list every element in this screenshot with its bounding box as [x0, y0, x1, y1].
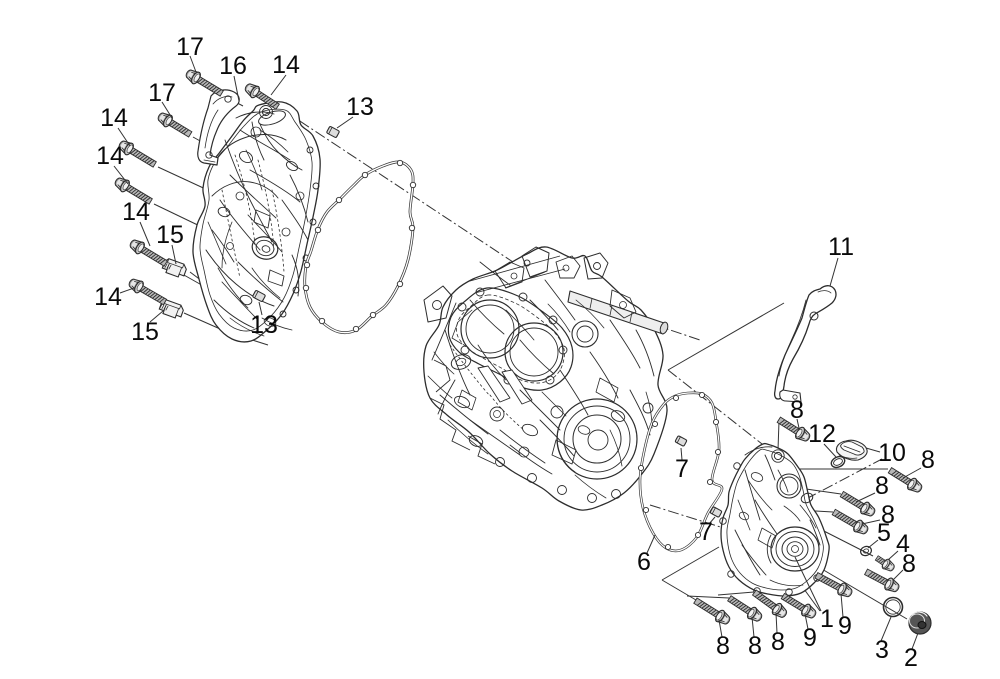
svg-text:3: 3: [875, 636, 889, 664]
svg-text:2: 2: [904, 644, 918, 672]
svg-text:10: 10: [878, 439, 906, 467]
svg-text:15: 15: [156, 221, 184, 249]
svg-text:14: 14: [96, 142, 124, 170]
svg-text:14: 14: [122, 198, 150, 226]
svg-text:8: 8: [790, 396, 804, 424]
svg-text:1: 1: [820, 605, 834, 633]
svg-text:13: 13: [346, 93, 374, 121]
svg-text:8: 8: [921, 446, 935, 474]
svg-text:4: 4: [896, 530, 910, 558]
svg-text:11: 11: [828, 233, 854, 261]
svg-text:8: 8: [771, 628, 785, 656]
svg-text:9: 9: [838, 612, 852, 640]
svg-text:8: 8: [748, 632, 762, 660]
svg-text:13: 13: [250, 311, 278, 339]
svg-text:6: 6: [637, 548, 651, 576]
svg-text:8: 8: [875, 472, 889, 500]
svg-text:16: 16: [219, 52, 247, 80]
svg-text:7: 7: [699, 518, 713, 546]
svg-text:5: 5: [877, 519, 891, 547]
svg-text:17: 17: [148, 79, 176, 107]
svg-text:15: 15: [131, 318, 159, 346]
svg-text:8: 8: [881, 501, 895, 529]
svg-text:17: 17: [176, 33, 204, 61]
svg-text:12: 12: [808, 420, 836, 448]
svg-text:8: 8: [716, 632, 730, 660]
svg-text:9: 9: [803, 624, 817, 652]
svg-text:14: 14: [94, 283, 122, 311]
svg-text:8: 8: [902, 550, 916, 578]
svg-text:14: 14: [272, 51, 300, 79]
svg-text:14: 14: [100, 104, 128, 132]
svg-text:7: 7: [675, 455, 689, 483]
